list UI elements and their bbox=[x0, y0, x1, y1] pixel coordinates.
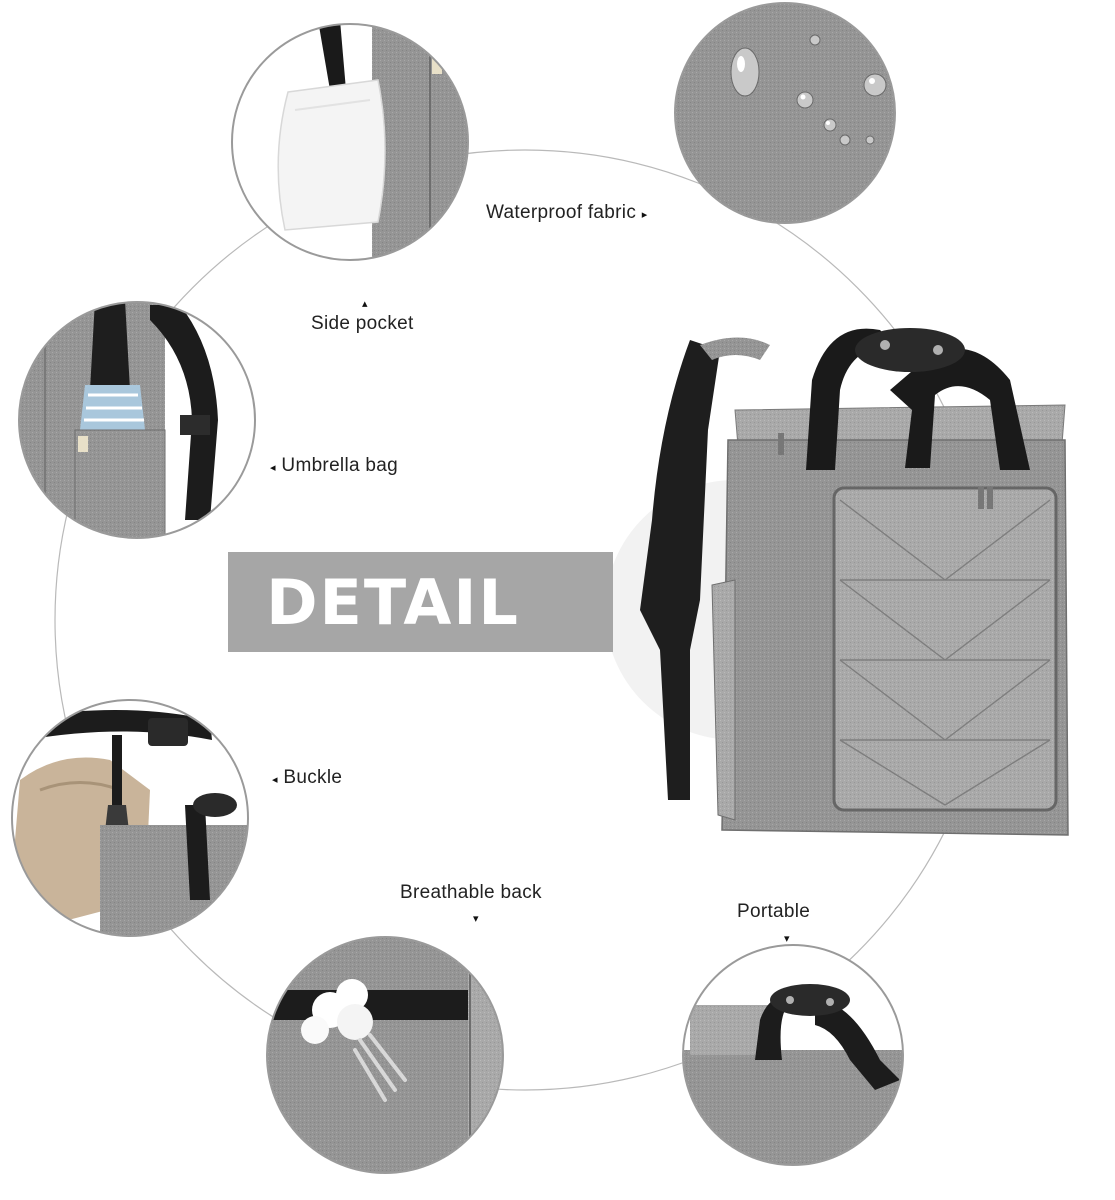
label-portable: Portable bbox=[737, 901, 810, 923]
backpack-main bbox=[640, 328, 1069, 836]
breathable-back-pointer: ▾ bbox=[473, 906, 479, 928]
portable-text: Portable bbox=[737, 901, 811, 922]
waterproof-fabric-text: Waterproof fabric bbox=[486, 202, 637, 223]
side-pocket-pointer: ▴ bbox=[362, 291, 368, 313]
detail-banner: DETAIL bbox=[228, 552, 613, 652]
label-umbrella-bag: ◂ Umbrella bag bbox=[270, 455, 398, 477]
pointer-down-icon: ▾ bbox=[784, 933, 790, 945]
breathable-back-photo bbox=[267, 937, 503, 1173]
pointer-right-icon: ▸ bbox=[641, 209, 648, 221]
buckle-photo bbox=[12, 700, 248, 936]
label-waterproof-fabric: Waterproof fabric ▸ bbox=[486, 202, 648, 224]
umbrella-bag-photo bbox=[19, 302, 255, 538]
pointer-up-icon: ▴ bbox=[362, 298, 368, 310]
portable-photo bbox=[683, 945, 903, 1165]
buckle-text: Buckle bbox=[283, 767, 343, 788]
side-pocket-text: Side pocket bbox=[311, 313, 414, 334]
pointer-left-icon: ◂ bbox=[272, 774, 278, 786]
portable-pointer: ▾ bbox=[784, 926, 790, 948]
detail-title: DETAIL bbox=[266, 565, 520, 639]
breathable-back-text: Breathable back bbox=[400, 882, 542, 903]
label-buckle: ◂ Buckle bbox=[272, 767, 342, 789]
pointer-left-icon: ◂ bbox=[270, 462, 276, 474]
pointer-down-icon: ▾ bbox=[473, 913, 479, 925]
label-breathable-back: Breathable back bbox=[400, 882, 542, 904]
label-side-pocket: Side pocket bbox=[311, 313, 414, 335]
waterproof-fabric-photo bbox=[675, 3, 895, 223]
umbrella-bag-text: Umbrella bag bbox=[281, 455, 399, 476]
